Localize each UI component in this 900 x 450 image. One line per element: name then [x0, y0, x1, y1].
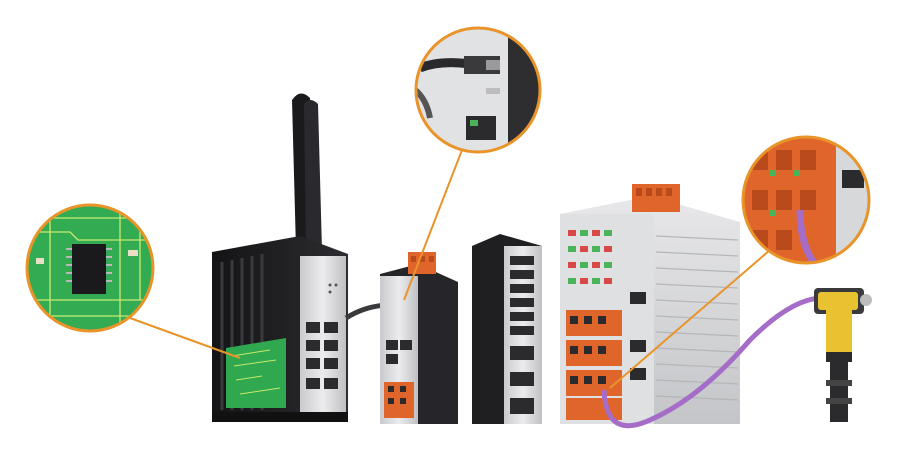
io-status-leds [568, 230, 612, 284]
din-rail-gateway [380, 252, 458, 424]
router-leds [328, 283, 338, 294]
terminal-block-magnifier-icon [741, 135, 871, 265]
io-orange-terminals [566, 310, 622, 420]
gateway-bottom-terminals [384, 382, 414, 418]
switch-ports [510, 256, 534, 414]
usb-port-magnifier-icon [414, 26, 542, 154]
router-front-panel [300, 256, 346, 414]
sensor-cable [601, 295, 821, 429]
io-top-terminals [636, 188, 672, 196]
router-ethernet-ports [306, 322, 338, 389]
pcb-callout-leader [129, 317, 241, 359]
proximity-sensor [814, 288, 872, 422]
antenna-right [304, 100, 322, 250]
cellular-router [212, 93, 348, 422]
usb-callout-leader [403, 149, 463, 301]
remote-io-module [560, 184, 740, 424]
circuit-board-magnifier-icon [25, 203, 155, 333]
router-exposed-pcb [226, 338, 286, 408]
terminal-callout-leader [609, 249, 771, 389]
ethernet-switch [472, 234, 542, 424]
gateway-top-terminals [411, 256, 434, 262]
